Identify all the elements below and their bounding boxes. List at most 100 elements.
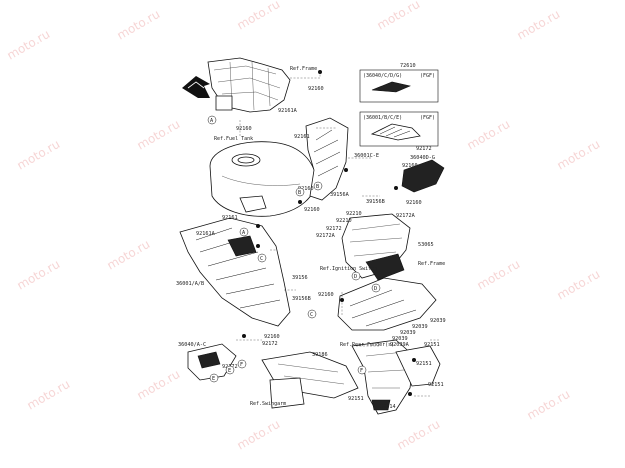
callout-label: 92172 — [416, 146, 432, 152]
callout-label: 39156A — [330, 192, 350, 198]
svg-text:moto.ru: moto.ru — [395, 417, 443, 453]
callout-label: 92161 — [294, 134, 310, 140]
svg-text:moto.ru: moto.ru — [515, 7, 563, 43]
callout-label: 92160 — [304, 207, 320, 213]
svg-text:moto.ru: moto.ru — [135, 367, 183, 403]
callout-label: 92172 — [326, 226, 342, 232]
svg-text:moto.ru: moto.ru — [135, 117, 183, 153]
callout-label: 92151 — [428, 382, 444, 388]
svg-text:moto.ru: moto.ru — [15, 257, 63, 293]
svg-text:moto.ru: moto.ru — [15, 137, 63, 173]
svg-text:moto.ru: moto.ru — [5, 27, 53, 63]
callout-label: 92151 — [424, 342, 440, 348]
svg-text:moto.ru: moto.ru — [235, 417, 283, 453]
svg-text:(36001/B/C/E): (36001/B/C/E) — [363, 115, 402, 121]
callout-label: 92172A — [396, 213, 416, 219]
svg-text:F: F — [240, 362, 243, 368]
callout-label: 39156 — [292, 275, 308, 281]
svg-text:moto.ru: moto.ru — [375, 0, 423, 33]
callout-label: 36040/A-C — [178, 342, 206, 348]
svg-text:moto.ru: moto.ru — [235, 0, 283, 33]
callout-label: 39186 — [312, 352, 328, 358]
lower-side-cowl — [179, 217, 291, 327]
reference-markers: A A B B C C D D E E F F — [207, 115, 381, 383]
svg-text:moto.ru: moto.ru — [525, 387, 573, 423]
callout-label: 36001C-E — [354, 153, 379, 159]
svg-text:D: D — [354, 274, 357, 280]
callout-label: 92160 — [308, 86, 324, 92]
rear-fender — [351, 339, 415, 415]
callout-label: 92161A — [278, 108, 298, 114]
svg-text:A: A — [210, 118, 214, 124]
svg-text:(FGF): (FGF) — [420, 73, 435, 79]
side-cover-piece — [401, 159, 445, 193]
callout-label: 53065 — [418, 242, 434, 248]
svg-text:B: B — [316, 184, 319, 190]
svg-text:moto.ru: moto.ru — [475, 257, 523, 293]
callout-label: 92151 — [416, 361, 432, 367]
upper-side-cover — [305, 117, 349, 201]
svg-text:B: B — [298, 190, 301, 196]
front-arrow-icon — [182, 76, 210, 98]
callout-label: 92151 — [348, 396, 364, 402]
callout-label: 92161A — [196, 231, 216, 237]
inset-box-bottom: (36001/B/C/E) (FGF) — [359, 111, 439, 147]
svg-text:moto.ru: moto.ru — [115, 7, 163, 43]
ref-swingarm: Ref.Swingarm — [250, 401, 286, 407]
fastener-dots — [242, 70, 416, 396]
svg-text:moto.ru: moto.ru — [105, 237, 153, 273]
callout-label: 36014 — [380, 404, 396, 410]
svg-text:(36040/C/D/G): (36040/C/D/G) — [363, 73, 402, 79]
side-cover-inset-shape — [371, 81, 411, 93]
callout-label: 92160 — [318, 292, 334, 298]
callout-label: 36001/A/B — [176, 281, 204, 287]
diagram-code: 72610 — [400, 63, 416, 69]
svg-text:E: E — [212, 376, 215, 382]
svg-text:(FGF): (FGF) — [420, 115, 435, 121]
callout-label: 92161 — [222, 215, 238, 221]
callout-label: 92160 — [406, 200, 422, 206]
cowl-inset-shape — [370, 123, 421, 141]
fuel-tank — [209, 141, 317, 217]
callout-label: 92039A — [390, 342, 410, 348]
lower-bracket — [187, 343, 237, 381]
inset-box-top: (36040/C/D/G) (FGF) — [359, 69, 439, 103]
svg-text:A: A — [242, 230, 246, 236]
svg-text:moto.ru: moto.ru — [25, 377, 73, 413]
callout-label: 92172A — [316, 233, 336, 239]
callout-label: 92172 — [262, 341, 278, 347]
callout-label: 92210 — [346, 211, 362, 217]
frame-assembly — [207, 57, 291, 113]
rear-side-panel — [337, 277, 437, 331]
svg-text:C: C — [310, 312, 313, 318]
callout-label: 92160 — [402, 163, 418, 169]
callout-label: 92039 — [392, 336, 408, 342]
reference-labels: Ref.Frame Ref.Fuel Tank Ref.Frame Ref.Ig… — [214, 66, 445, 407]
callout-label: 92160 — [236, 126, 252, 132]
callout-label: 92160 — [298, 186, 314, 192]
svg-text:moto.ru: moto.ru — [555, 137, 603, 173]
callout-label: 39156B — [366, 199, 385, 205]
ref-frame-right: Ref.Frame — [418, 261, 445, 267]
swingarm — [261, 351, 359, 409]
tail-bracket — [395, 345, 441, 387]
callout-label: 92210 — [336, 218, 352, 224]
callout-label: 92039 — [430, 318, 446, 324]
callout-label: 36040D-G — [410, 155, 435, 161]
svg-text:F: F — [360, 368, 363, 374]
callout-label: 92160 — [264, 334, 280, 340]
ref-rear-fender: Ref.Rear Fender(s) — [340, 342, 394, 348]
svg-text:D: D — [374, 286, 377, 292]
svg-text:moto.ru: moto.ru — [465, 117, 513, 153]
callout-label: 92039 — [412, 324, 428, 330]
callout-label: 92039 — [400, 330, 416, 336]
ref-fuel-tank: Ref.Fuel Tank — [214, 136, 253, 142]
callout-labels: 92160 92161A 92160 92161 36001C-E 92172 … — [176, 86, 446, 410]
svg-text:E: E — [228, 368, 231, 374]
svg-text:moto.ru: moto.ru — [555, 267, 603, 303]
callout-label: 39156B — [292, 296, 311, 302]
ref-ignition: Ref.Ignition Switch — [320, 266, 377, 272]
ref-frame-top: Ref.Frame — [290, 66, 317, 72]
svg-text:C: C — [260, 256, 263, 262]
